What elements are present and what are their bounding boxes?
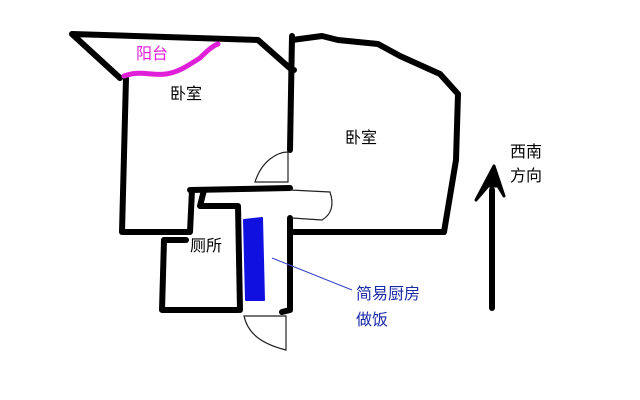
balcony-line xyxy=(121,41,221,79)
kitchen-note-line2: 做饭 xyxy=(356,310,389,329)
arrow-up-icon xyxy=(474,164,506,311)
direction-label-line1: 西南 xyxy=(510,142,543,161)
kitchen-counter xyxy=(243,217,265,301)
left-bedroom-walls xyxy=(69,31,297,235)
direction-label-line2: 方向 xyxy=(510,166,543,185)
right-bedroom-label: 卧室 xyxy=(345,128,378,147)
balcony-label: 阳台 xyxy=(136,44,169,63)
toilet-walls xyxy=(159,187,293,315)
kitchen-note-line1: 简易厨房 xyxy=(356,284,421,303)
door-swings xyxy=(243,151,333,351)
left-bedroom-label: 卧室 xyxy=(170,84,203,103)
kitchen-pointer-line xyxy=(271,257,353,291)
right-bedroom-walls xyxy=(287,33,461,235)
toilet-label: 厕所 xyxy=(190,236,223,255)
